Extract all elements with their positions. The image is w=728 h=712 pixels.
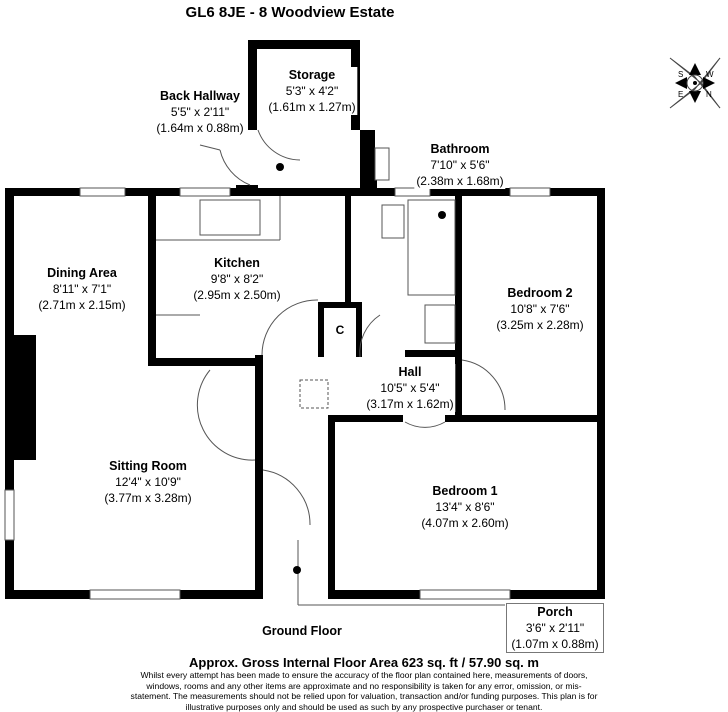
room-label-kitchen: Kitchen 9'8" x 8'2" (2.95m x 2.50m) [193, 255, 280, 303]
basin [424, 304, 456, 344]
room-size-metric: (2.38m x 1.68m) [416, 174, 504, 188]
room-size-metric: (3.17m x 1.62m) [366, 397, 454, 411]
room-size-imperial: 8'11" x 7'1" [52, 282, 112, 296]
room-size-imperial: 12'4" x 10'9" [115, 475, 181, 489]
room-name: Storage [288, 68, 336, 82]
room-size-imperial: 7'10" x 5'6" [430, 158, 490, 172]
room-label-bedroom-2: Bedroom 2 10'8" x 7'6" (3.25m x 2.28m) [496, 285, 583, 333]
room-label-dining-area: Dining Area 8'11" x 7'1" (2.71m x 2.15m) [38, 265, 125, 313]
toilet [381, 204, 405, 239]
room-size-metric: (3.25m x 2.28m) [496, 318, 584, 332]
room-label-sitting-room: Sitting Room 12'4" x 10'9" (3.77m x 3.28… [104, 458, 191, 506]
room-name: Kitchen [214, 256, 260, 270]
compass-n: N [706, 90, 712, 99]
room-size-imperial: 5'3" x 4'2" [285, 84, 339, 98]
room-name: Bedroom 2 [507, 286, 573, 300]
light-points [276, 163, 446, 574]
room-label-bathroom: Bathroom 7'10" x 5'6" (2.38m x 1.68m) [414, 141, 506, 189]
cupboard-label: C [335, 323, 345, 337]
room-size-metric: (4.07m x 2.60m) [421, 516, 509, 530]
room-name: Back Hallway [160, 89, 240, 103]
fixtures-and-doors [156, 129, 506, 606]
plan-title: GL6 8JE - 8 Woodview Estate [185, 4, 395, 21]
bath [407, 199, 456, 296]
room-size-metric: (1.07m x 0.88m) [511, 637, 599, 651]
room-name: Sitting Room [109, 459, 187, 473]
compass-w: W [706, 70, 714, 79]
room-size-imperial: 10'5" x 5'4" [380, 381, 440, 395]
room-name: Porch [537, 605, 573, 619]
room-label-hall: Hall 10'5" x 5'4" (3.17m x 1.62m) [364, 364, 456, 412]
room-label-porch: Porch 3'6" x 2'11" (1.07m x 0.88m) [506, 603, 604, 653]
room-size-imperial: 13'4" x 8'6" [435, 500, 495, 514]
room-name: Dining Area [47, 266, 117, 280]
room-label-bedroom-1: Bedroom 1 13'4" x 8'6" (4.07m x 2.60m) [421, 483, 508, 531]
room-size-metric: (2.71m x 2.15m) [38, 298, 126, 312]
room-label-back-hallway: Back Hallway 5'5" x 2'11" (1.64m x 0.88m… [154, 88, 246, 136]
room-name: Bathroom [430, 142, 490, 156]
compass-icon: W N E S [669, 57, 721, 109]
room-size-metric: (1.61m x 1.27m) [268, 100, 356, 114]
room-name: Bedroom 1 [432, 484, 498, 498]
room-name: Hall [398, 365, 422, 379]
disclaimer-text: Whilst every attempt has been made to en… [130, 670, 598, 712]
floor-label: Ground Floor [262, 624, 342, 638]
room-size-metric: (2.95m x 2.50m) [193, 288, 281, 302]
sink [199, 199, 261, 236]
room-label-storage: Storage 5'3" x 4'2" (1.61m x 1.27m) [266, 67, 358, 115]
room-size-imperial: 5'5" x 2'11" [170, 105, 230, 119]
room-size-imperial: 9'8" x 8'2" [210, 272, 264, 286]
compass-s: S [678, 70, 683, 79]
room-size-imperial: 3'6" x 2'11" [525, 621, 585, 635]
compass-e: E [678, 90, 683, 99]
floor-area-text: Approx. Gross Internal Floor Area 623 sq… [189, 655, 539, 670]
room-size-metric: (1.64m x 0.88m) [156, 121, 244, 135]
room-size-metric: (3.77m x 3.28m) [104, 491, 192, 505]
windows [4, 187, 551, 600]
room-size-imperial: 10'8" x 7'6" [510, 302, 570, 316]
